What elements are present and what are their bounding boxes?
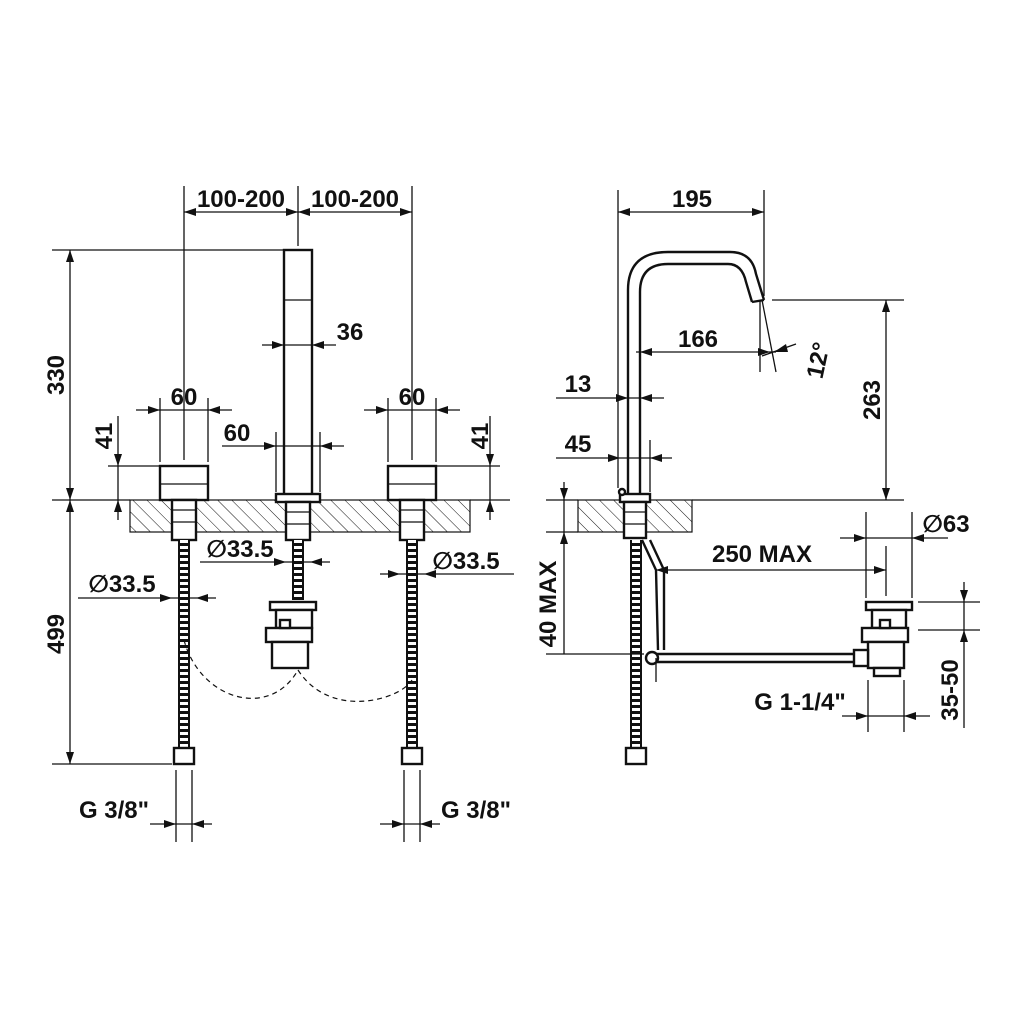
side-spout <box>617 250 766 766</box>
dim-spout-width: 36 <box>337 319 364 346</box>
dim-spout-height: 263 <box>859 380 886 420</box>
dim-rod-length: 250 MAX <box>712 541 812 568</box>
dim-waste-thread: G 1-1/4" <box>754 689 845 716</box>
dim-conn-right: G 3/8" <box>441 797 511 824</box>
dim-shank-center: ∅33.5 <box>206 536 273 563</box>
dim-spout-base-width: 60 <box>224 420 251 447</box>
dim-knob-left-height: 41 <box>91 423 118 450</box>
right-valve <box>386 464 438 766</box>
dim-stem-45: 45 <box>565 431 592 458</box>
center-spout <box>264 248 322 670</box>
left-valve <box>158 464 210 766</box>
dim-knob-right-height: 41 <box>467 423 494 450</box>
dim-conn-left: G 3/8" <box>79 797 149 824</box>
side-view: 195 263 166 12° 13 45 ∅63 <box>535 186 980 766</box>
dim-height-total: 330 <box>43 355 70 395</box>
front-view: 100-200 100-200 330 36 60 60 60 <box>43 186 514 842</box>
dim-spacing-right: 100-200 <box>311 186 399 213</box>
waste-assembly <box>852 600 914 678</box>
dim-stem-13: 13 <box>565 371 592 398</box>
dim-knob-left-width: 60 <box>171 384 198 411</box>
dim-reach: 195 <box>672 186 712 213</box>
dim-waste-dia: ∅63 <box>922 511 969 538</box>
dim-below-deck: 499 <box>43 614 70 654</box>
dim-shank-right: ∅33.5 <box>432 548 499 575</box>
dim-waste-adjust: 35-50 <box>937 659 964 720</box>
dim-spout-inner: 166 <box>678 326 718 353</box>
dim-angle: 12° <box>802 340 836 381</box>
dim-shank-left: ∅33.5 <box>88 571 155 598</box>
dim-knob-right-width: 60 <box>399 384 426 411</box>
dim-deck-thickness: 40 MAX <box>535 561 562 648</box>
dim-spacing-left: 100-200 <box>197 186 285 213</box>
popup-rod <box>640 539 862 682</box>
